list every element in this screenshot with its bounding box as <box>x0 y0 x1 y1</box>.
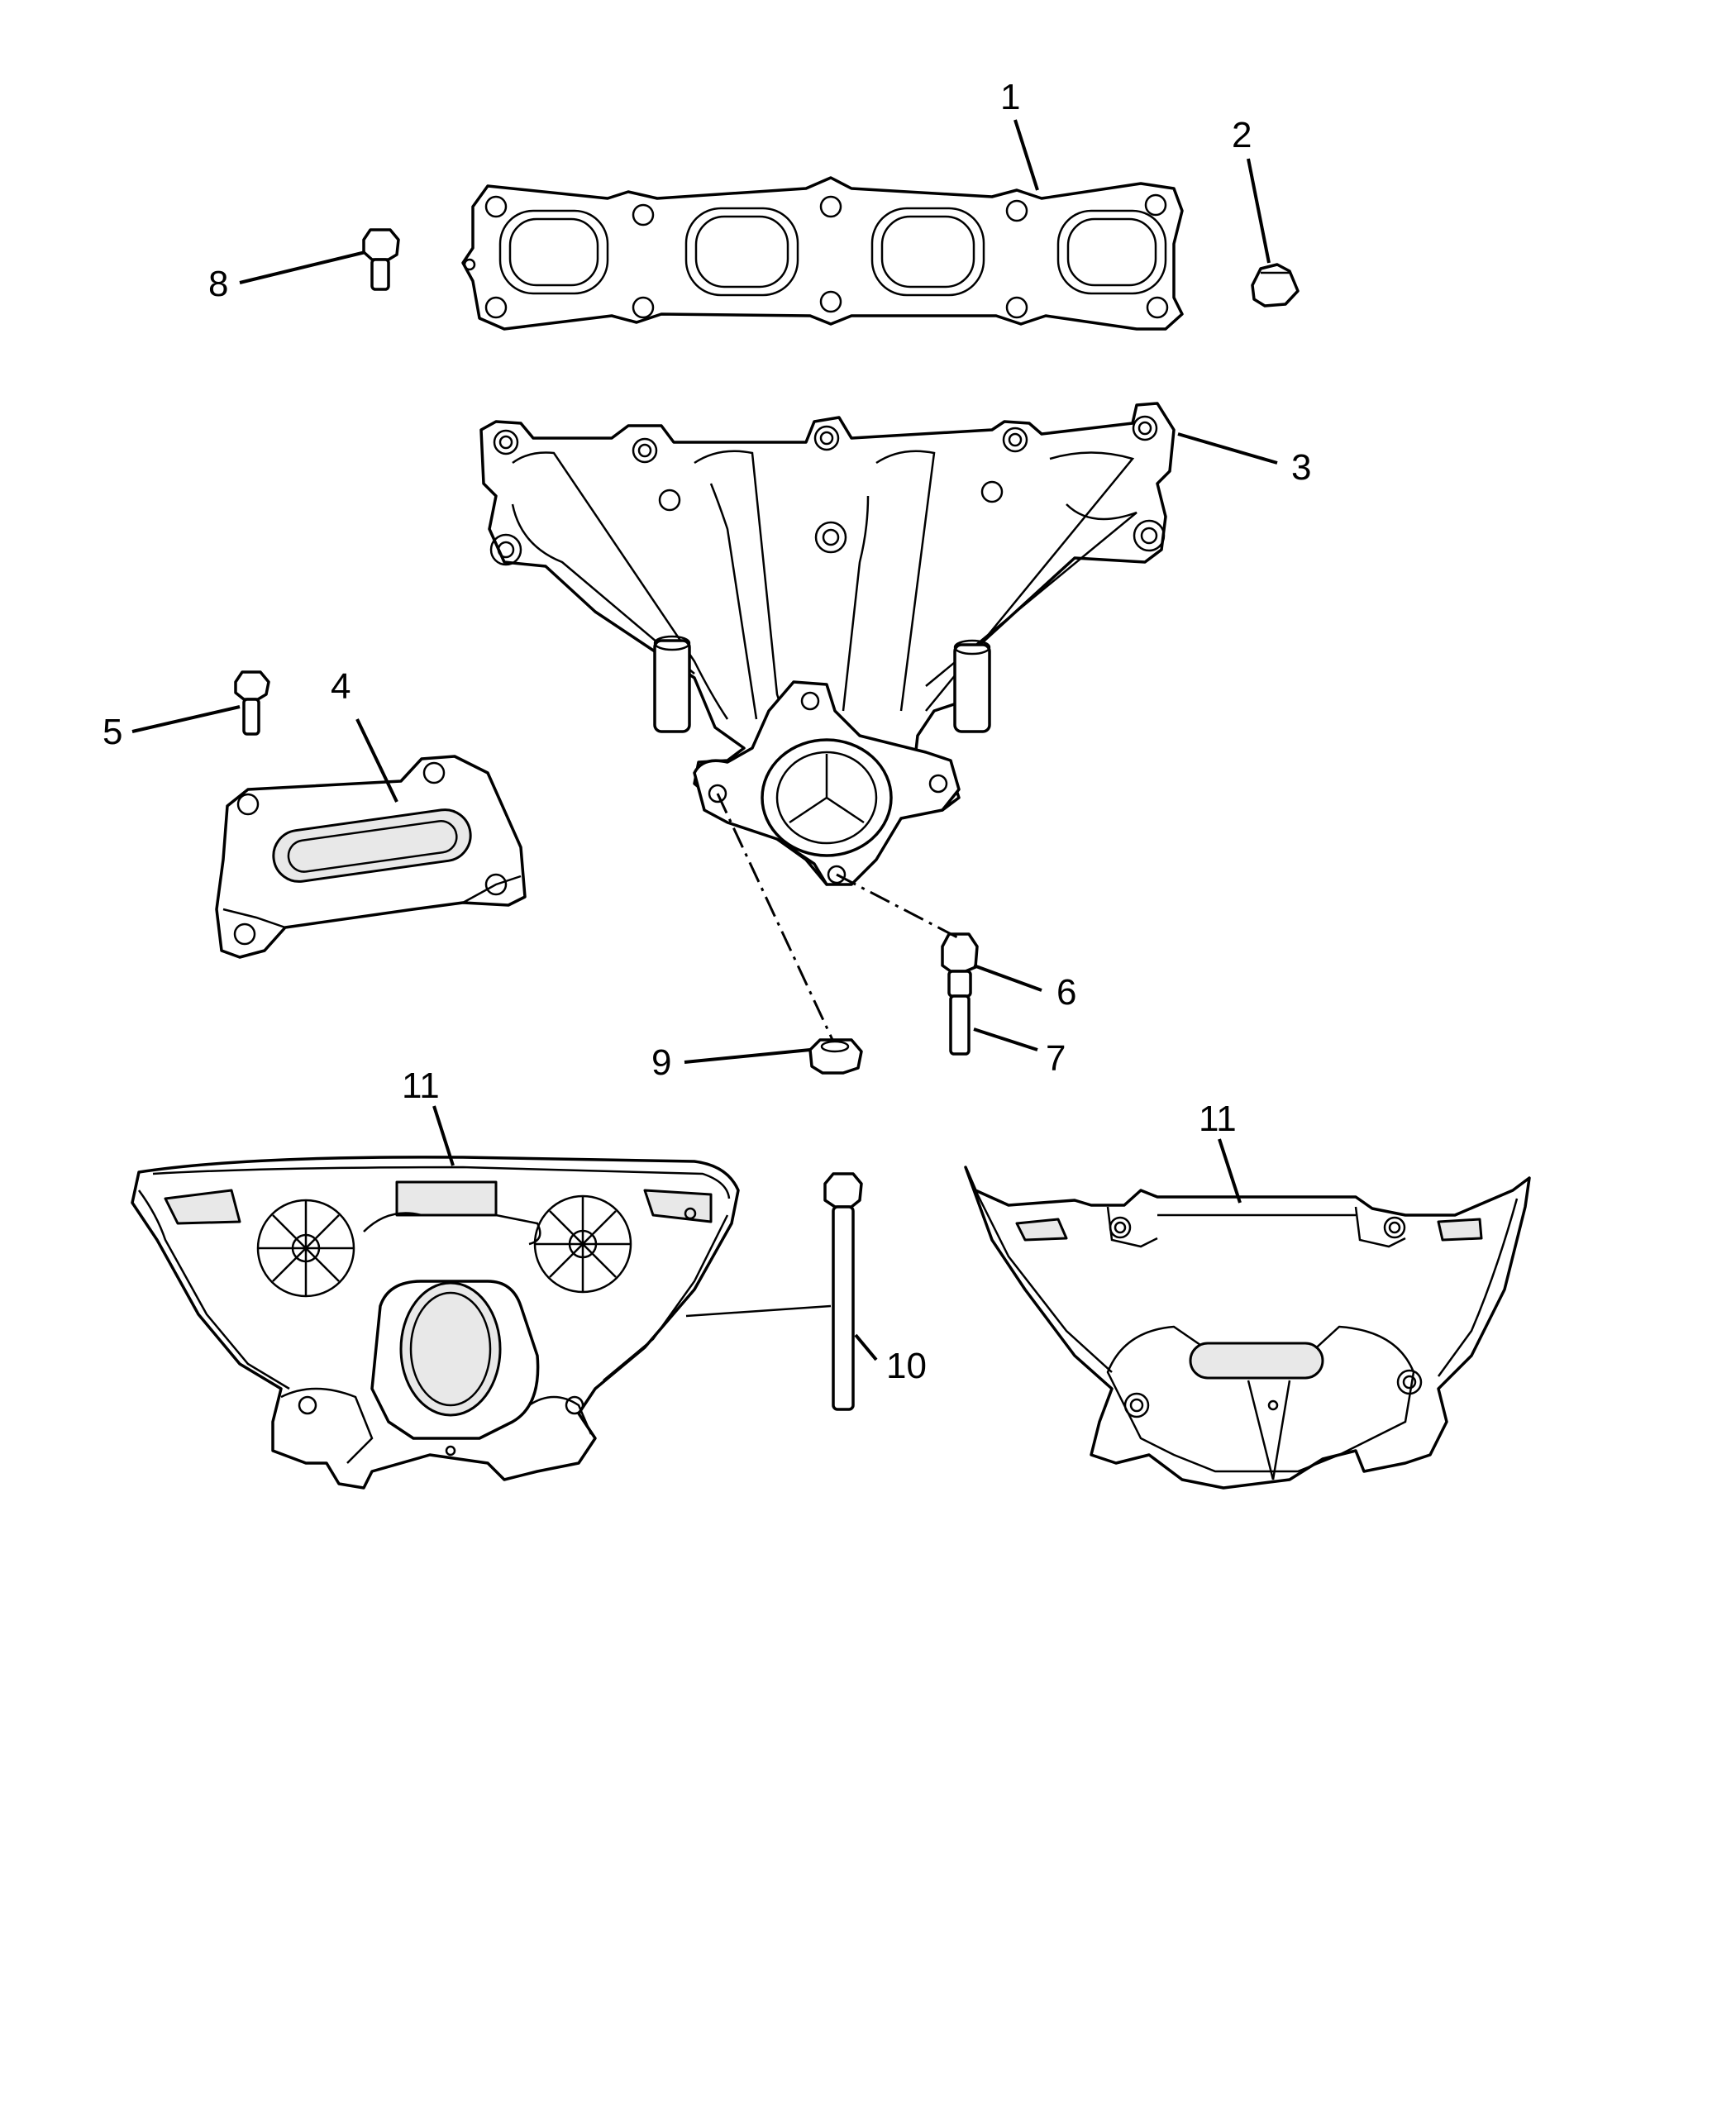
heat-shield-left-part-11 <box>131 1156 740 1490</box>
exhaust-manifold-part-3 <box>479 402 1176 886</box>
nut-part-9 <box>808 1038 863 1075</box>
bolt-part-8 <box>362 228 400 291</box>
bracket-part-4 <box>215 755 527 959</box>
callout-9: 9 <box>651 1042 671 1083</box>
callout-8: 8 <box>208 264 228 304</box>
alignment-line-6 <box>836 873 960 940</box>
callout-7: 7 <box>1046 1038 1066 1079</box>
leader-lines <box>131 119 1278 1361</box>
stud-part-6-7 <box>941 932 979 1056</box>
gasket-part-1 <box>461 176 1184 331</box>
callout-10: 10 <box>886 1346 927 1386</box>
bolt-part-10 <box>823 1172 863 1411</box>
callout-11-left: 11 <box>402 1066 440 1106</box>
alignment-line-9 <box>716 793 835 1042</box>
nut-part-2 <box>1251 263 1300 308</box>
callout-2: 2 <box>1232 115 1252 155</box>
callout-labels: 1 2 3 4 5 6 7 8 9 10 11 11 <box>103 77 1311 1386</box>
callout-5: 5 <box>103 712 122 752</box>
bolt-part-5 <box>234 670 270 736</box>
callout-11-right: 11 <box>1199 1099 1237 1139</box>
heat-shield-right-part-11 <box>964 1166 1531 1490</box>
callout-4: 4 <box>331 666 351 707</box>
callout-1: 1 <box>1000 77 1020 117</box>
callout-6: 6 <box>1056 972 1076 1013</box>
callout-3: 3 <box>1291 447 1311 488</box>
